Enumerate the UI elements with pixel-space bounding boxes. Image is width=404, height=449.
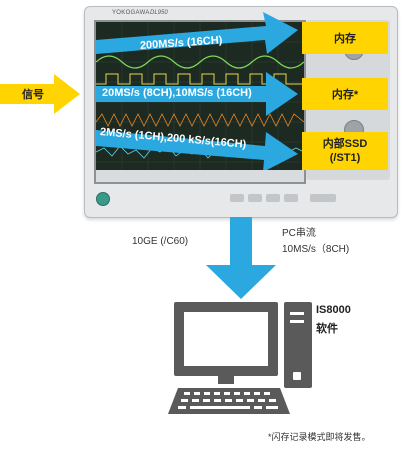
signal-arrow xyxy=(0,74,80,114)
software-name: IS8000 xyxy=(316,304,351,316)
software-label: 软件 xyxy=(316,323,338,335)
power-button[interactable] xyxy=(96,192,110,206)
soft-key-row xyxy=(230,194,340,202)
destination-ssd-label: 内部SSD xyxy=(322,138,368,150)
destination-memory-label: 内存 xyxy=(334,33,356,45)
stream-arrow-shaft xyxy=(230,217,252,267)
destination-memory: 内存 xyxy=(302,22,388,54)
destination-memory-flash-label: 内存* xyxy=(331,89,359,101)
signal-label: 信号 xyxy=(22,89,44,101)
destination-ssd-option: (/ST1) xyxy=(329,152,361,164)
arrow-200ms xyxy=(96,12,298,54)
brand-logo: YOKOGAWA xyxy=(112,10,150,16)
stream-arrow-head xyxy=(206,265,276,299)
pc-monitor xyxy=(174,302,278,376)
arrow-2ms xyxy=(96,130,298,170)
connection-right-label-1: PC串流 xyxy=(282,228,316,239)
pc-tower xyxy=(284,302,312,388)
arrow-label-2: 20MS/s (8CH),10MS/s (16CH) xyxy=(102,87,252,99)
connection-left-label: 10GE (/C60) xyxy=(132,236,189,247)
connection-right-label-2: 10MS/s（8CH) xyxy=(282,244,350,255)
destination-memory-flash: 内存* xyxy=(302,78,388,110)
model-name: DL950 xyxy=(150,10,168,16)
destination-ssd: 内部SSD (/ST1) xyxy=(302,132,388,170)
sampling-arrows xyxy=(0,12,298,170)
pc-keyboard xyxy=(168,388,290,414)
pc-monitor-stand xyxy=(218,376,234,384)
footnote: *闪存记录模式即将发售。 xyxy=(268,432,371,442)
arrow-20ms xyxy=(96,72,298,116)
